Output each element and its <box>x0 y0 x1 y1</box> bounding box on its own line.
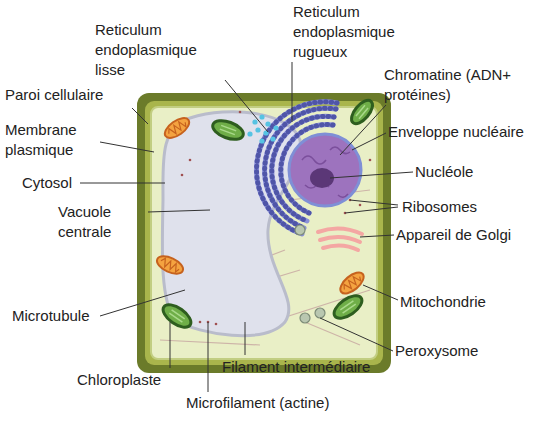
peroxisomes <box>295 225 325 323</box>
leader-line <box>170 322 171 368</box>
thylakoid <box>340 301 355 313</box>
leader-line <box>148 210 210 212</box>
chloroplast-body <box>210 117 246 143</box>
ribosome-dot <box>199 321 202 324</box>
leader-line <box>292 62 293 122</box>
ribosome-dot <box>215 323 218 326</box>
smooth-er-bead <box>252 119 257 124</box>
thylakoid <box>169 310 184 322</box>
chloroplast-body <box>348 97 377 127</box>
smooth-er-bead <box>265 121 270 126</box>
leader-line <box>225 80 268 132</box>
smooth-er-bead <box>259 114 264 119</box>
smooth-er-bead <box>259 138 264 143</box>
peroxisome <box>300 313 310 323</box>
part-label: Reticulum endoplasmique lisse <box>95 20 220 80</box>
mitochondrion <box>337 269 367 298</box>
mitochondrion-cristae <box>342 274 362 293</box>
peroxisome <box>295 225 305 235</box>
part-label: Paroi cellulaire <box>5 85 103 105</box>
chloroplast <box>159 300 194 331</box>
ribosome-dot <box>189 159 192 162</box>
mitochondrion <box>162 114 193 142</box>
leader-line <box>245 322 246 355</box>
nuclear-envelope <box>289 134 361 206</box>
leader-line <box>100 142 154 152</box>
part-label: Nucléole <box>415 162 473 182</box>
part-label: Vacuole centrale <box>58 202 148 242</box>
chloroplast <box>348 97 377 127</box>
mitochondrion-body <box>154 253 185 278</box>
part-label: Chloroplaste <box>77 370 161 390</box>
chloroplast <box>330 291 365 322</box>
ribosome-dot <box>239 111 242 114</box>
leader-line <box>80 183 165 184</box>
part-label: Mitochondrie <box>400 292 486 312</box>
mitochondrion <box>154 253 185 278</box>
ribosome-dot <box>181 174 184 177</box>
part-label: Ribosomes <box>402 197 477 217</box>
part-label: Filament intermédiaire <box>222 357 370 377</box>
mitochondrion-body <box>162 114 193 142</box>
part-label: Microtubule <box>12 306 90 326</box>
ribosome-dot <box>369 159 372 162</box>
leader-line <box>363 285 398 300</box>
chromatin <box>302 147 350 197</box>
nucleus <box>289 134 361 206</box>
chloroplast-body <box>159 300 194 331</box>
golgi-cisterna <box>318 228 362 234</box>
part-label: Membrane plasmique <box>5 120 115 160</box>
part-label: Cytosol <box>22 173 72 193</box>
ribosome-dot <box>359 204 362 207</box>
leader-line <box>330 172 413 178</box>
smooth-er-bead <box>270 136 275 141</box>
leader-lines <box>80 62 413 392</box>
leader-line <box>132 108 148 124</box>
leader-line <box>208 322 209 392</box>
mitochondrion-cristae <box>159 257 181 273</box>
leader-line <box>352 133 386 150</box>
leader-line <box>360 235 394 237</box>
part-label: Reticulum endoplasmique rugueux <box>293 2 418 62</box>
part-label: Peroxysome <box>395 341 478 361</box>
smooth-er-bead <box>255 127 260 132</box>
thylakoid <box>220 125 236 134</box>
part-label: Appareil de Golgi <box>396 225 511 245</box>
cell-wall <box>137 93 391 373</box>
golgi-apparatus <box>318 228 362 250</box>
part-label: Microfilament (actine) <box>186 393 329 413</box>
mitochondrion-cristae <box>167 119 188 137</box>
part-label: Enveloppe nucléaire <box>388 122 524 142</box>
peroxisome <box>315 308 325 318</box>
smooth-er-bead <box>273 125 278 130</box>
leader-line <box>320 318 393 351</box>
golgi-cisterna <box>320 237 360 242</box>
mitochondrion-body <box>337 269 367 298</box>
ribosomes <box>181 111 372 326</box>
leader-line <box>340 105 386 155</box>
cell-wall-outer <box>137 93 391 373</box>
smooth-er-bead <box>247 131 252 136</box>
chloroplast <box>210 117 246 143</box>
plasma-membrane <box>151 107 377 359</box>
leader-line <box>100 290 185 316</box>
part-label: Chromatine (ADN+ protéines) <box>384 65 534 105</box>
chloroplast-body <box>330 291 365 322</box>
thylakoid <box>356 105 368 118</box>
mitochondria <box>154 114 367 297</box>
golgi-cisterna <box>323 245 358 250</box>
smooth-er <box>247 114 278 143</box>
cell-wall-inner <box>145 101 383 365</box>
leader-line <box>345 200 398 213</box>
